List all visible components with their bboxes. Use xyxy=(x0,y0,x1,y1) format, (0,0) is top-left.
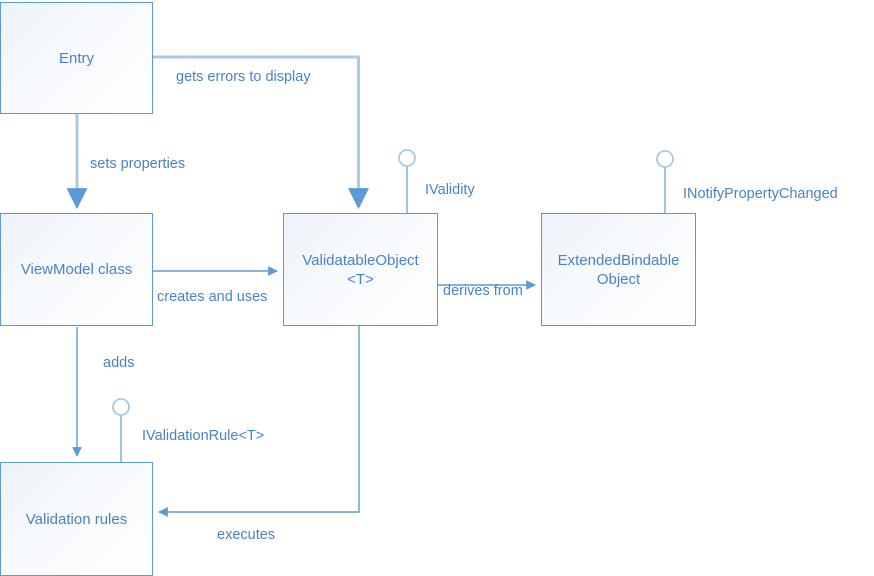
node-viewmodel-label: ViewModel class xyxy=(20,261,133,278)
node-extended-bindable-object-label: ExtendedBindable Object xyxy=(557,251,680,288)
interface-lollipop-inotifypropertychanged xyxy=(656,150,674,213)
edge-label-derives-from: derives from xyxy=(443,283,523,299)
node-viewmodel[interactable]: ViewModel class xyxy=(0,213,153,326)
node-extended-bindable-object[interactable]: ExtendedBindable Object xyxy=(541,213,696,326)
interface-label-inotifypropertychanged: INotifyPropertyChanged xyxy=(683,186,838,202)
node-validatable-object[interactable]: ValidatableObject <T> xyxy=(283,213,438,326)
interface-lollipop-ivalidationrule xyxy=(112,398,130,462)
edge-label-gets-errors: gets errors to display xyxy=(176,69,311,85)
node-entry-label: Entry xyxy=(58,49,94,67)
edge-executes xyxy=(158,326,360,517)
edge-label-adds: adds xyxy=(103,355,135,371)
interface-label-ivalidity: IValidity xyxy=(425,182,475,198)
edge-label-executes: executes xyxy=(217,527,276,543)
node-validatable-object-label: ValidatableObject <T> xyxy=(302,251,419,288)
interface-lollipop-ivalidity xyxy=(398,149,416,213)
node-entry[interactable]: Entry xyxy=(0,2,153,114)
node-validation-rules-label: Validation rules xyxy=(25,510,128,528)
edge-label-creates-and-uses: creates and uses xyxy=(157,289,268,305)
interface-label-ivalidationrule: IValidationRule<T> xyxy=(142,428,265,444)
edge-label-sets-properties: sets properties xyxy=(90,156,186,172)
edge-gets-errors xyxy=(153,55,369,210)
node-validation-rules[interactable]: Validation rules xyxy=(0,462,153,576)
